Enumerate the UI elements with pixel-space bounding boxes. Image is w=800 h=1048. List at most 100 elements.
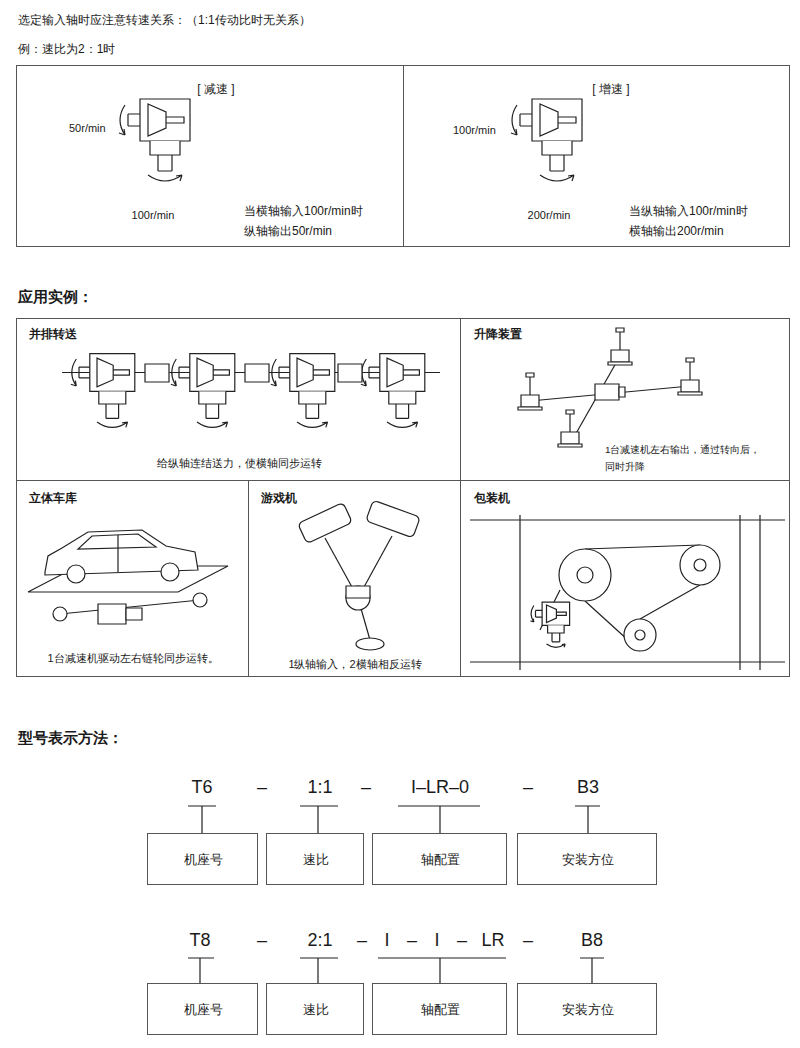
input-shaft	[79, 367, 90, 378]
model-code: –	[523, 776, 533, 799]
model-code: 1:1	[307, 776, 332, 799]
node-heading: 轴配置	[421, 1002, 460, 1018]
heading-text: 选定输入轴时应注意转速关系：（1:1传动比时无关系）	[18, 13, 311, 28]
node-heading: 轴配置	[421, 852, 460, 868]
seat	[366, 500, 421, 538]
code-bracket	[580, 958, 604, 983]
jack-cap	[566, 410, 574, 414]
car-wheel	[67, 565, 85, 583]
node-text: 100r/min	[453, 124, 496, 138]
gearbox-drawing	[171, 354, 235, 428]
jack-body	[521, 395, 539, 407]
heading-text: 例：速比为2：1时	[18, 42, 115, 57]
jack-cap	[686, 358, 694, 362]
node-heading: 安装方位	[562, 1002, 614, 1018]
jack-base	[558, 444, 582, 447]
node-text: 给纵轴连结送力，使横轴同步运转	[157, 457, 322, 471]
model-code: LR	[481, 929, 504, 952]
node-heading: [ 增速 ]	[592, 82, 629, 97]
rotation-arrow	[387, 422, 418, 427]
car-window	[78, 534, 156, 549]
sprocket	[53, 607, 67, 621]
jack-base	[678, 392, 702, 395]
output-shaft	[552, 633, 560, 642]
gearbox-drawing	[361, 354, 425, 428]
gearbox-neck	[548, 625, 565, 633]
model-code: –	[457, 929, 467, 952]
bevel-gear	[97, 358, 113, 387]
bevel-gear	[297, 358, 313, 387]
gearbox-neck	[99, 391, 126, 404]
inner-shaft	[403, 370, 419, 375]
code-field-box: 安装方位	[517, 983, 657, 1035]
gearbox-body	[346, 586, 370, 598]
belt	[540, 545, 700, 651]
application-cell: 升降装置1台减速机左右输出，通过转向后， 同时升降	[460, 318, 790, 481]
gearbox-housing	[90, 354, 135, 392]
gearbox-housing	[532, 99, 582, 141]
inner-shaft	[213, 370, 229, 375]
bevel-gear	[547, 605, 557, 623]
heading-text: 型号表示方法：	[18, 729, 123, 748]
rotation-arrow	[540, 175, 574, 181]
rotation-arrow	[197, 422, 228, 427]
pulley	[559, 549, 611, 601]
output-shaft	[206, 404, 219, 418]
code-bracket	[188, 958, 214, 983]
output-shaft	[550, 155, 564, 171]
bevel-gear	[197, 358, 213, 387]
rotation-arrow	[148, 175, 182, 181]
node-heading: 包装机	[474, 491, 510, 506]
gearbox-drawing	[531, 602, 570, 647]
rotation-arrow	[71, 359, 76, 386]
jack-cap	[616, 328, 624, 332]
jack-screw	[529, 377, 530, 395]
model-code: –	[357, 929, 367, 952]
node-heading: 并排转送	[29, 327, 77, 342]
bevel-gear	[540, 104, 558, 136]
car-wheel	[161, 563, 179, 581]
model-code: I	[384, 929, 389, 952]
sprocket	[193, 593, 207, 607]
gearbox-neck	[199, 391, 226, 404]
output-shaft	[396, 404, 409, 418]
drive-shaft	[570, 356, 620, 444]
code-field-box: 机座号	[147, 983, 258, 1035]
application-cell: 游戏机1纵轴输入，2横轴相反运转	[248, 480, 461, 677]
gearbox-drawing	[71, 354, 135, 428]
rotation-arrow	[271, 359, 276, 386]
node-heading: 升降装置	[474, 327, 522, 342]
node-heading: 游戏机	[261, 491, 297, 506]
model-code: –	[407, 929, 417, 952]
code-bracket	[188, 806, 216, 833]
gearbox-drawing	[511, 99, 582, 181]
code-field-box: 安装方位	[517, 833, 657, 885]
application-cell: 立体车库1台减速机驱动左右链轮同步运转。	[16, 480, 249, 677]
pulley-hub	[577, 567, 593, 583]
gear-motor	[98, 604, 126, 624]
shaft-coupling	[145, 364, 169, 382]
model-code: T6	[191, 776, 212, 799]
rotation-arrow	[171, 359, 176, 386]
node-heading: 机座号	[184, 852, 223, 868]
code-field-box: 速比	[266, 833, 364, 885]
output-shaft	[306, 404, 319, 418]
inner-shaft	[556, 612, 566, 615]
input-shaft	[279, 367, 290, 378]
model-code: –	[361, 776, 371, 799]
gearbox-neck	[389, 391, 416, 404]
code-field-box: 轴配置	[372, 983, 507, 1035]
output-shaft	[106, 404, 119, 418]
gearbox-housing	[542, 602, 570, 625]
rotation-arrow	[119, 105, 125, 135]
jack-cap	[526, 373, 534, 377]
example-panel: [ 减速 ]50r/min100r/min当横轴输入100r/min时 纵轴输出…	[16, 65, 404, 247]
output-shaft	[158, 155, 172, 171]
base	[356, 638, 384, 650]
model-code: –	[523, 929, 533, 952]
pulley	[680, 545, 720, 585]
code-bracket	[398, 806, 480, 833]
node-text: 1台减速机驱动左右链轮同步运转。	[47, 652, 218, 666]
